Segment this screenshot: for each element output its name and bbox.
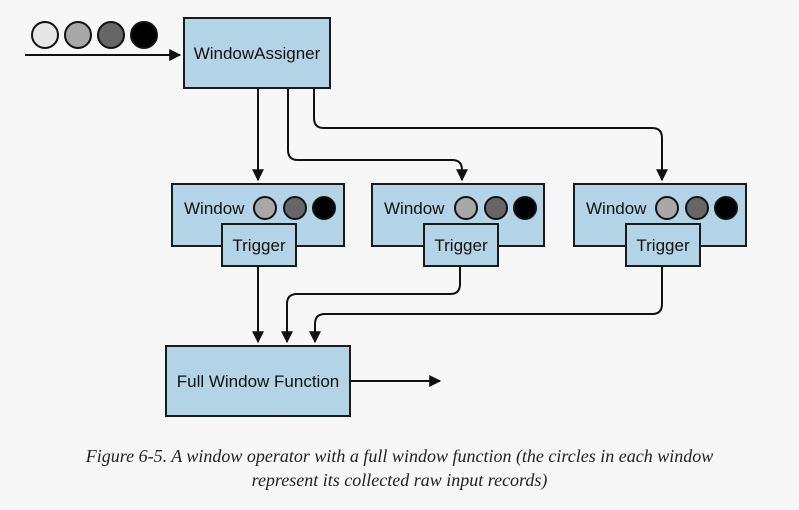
window-2-label: Window <box>384 199 445 218</box>
window-1: Window Trigger <box>171 183 345 267</box>
trigger-arrow-2 <box>281 266 461 344</box>
caption-line-2: represent its collected raw input record… <box>251 470 548 490</box>
input-record-3 <box>97 21 125 49</box>
window-1-record-3 <box>312 196 336 220</box>
window-assigner-label: WindowAssigner <box>194 44 321 63</box>
window-3-record-2 <box>685 196 709 220</box>
window-2-record-3 <box>513 196 537 220</box>
window-2-record-1 <box>454 196 478 220</box>
window-2-record-2 <box>484 196 508 220</box>
figure-caption: Figure 6-5. A window operator with a ful… <box>0 444 799 492</box>
window-3-record-1 <box>655 196 679 220</box>
window-assigner: WindowAssigner <box>183 17 331 89</box>
window-3-trigger-label: Trigger <box>636 236 690 255</box>
window-operator-diagram: WindowAssigner Window Trigger Window Tri… <box>25 17 747 417</box>
caption-line-1: Figure 6-5. A window operator with a ful… <box>85 446 714 466</box>
full-window-function-label: Full Window Function <box>177 372 340 391</box>
window-1-record-2 <box>283 196 307 220</box>
input-record-2 <box>64 21 92 49</box>
trigger-arrow-3 <box>309 266 663 344</box>
assign-arrow-window-2 <box>287 88 468 182</box>
full-window-function: Full Window Function <box>165 345 351 417</box>
window-2: Window Trigger <box>371 183 545 267</box>
window-2-trigger-label: Trigger <box>434 236 488 255</box>
window-1-record-1 <box>253 196 277 220</box>
window-3: Window Trigger <box>573 183 747 267</box>
input-records <box>31 21 158 49</box>
window-3-record-3 <box>714 196 738 220</box>
input-record-1 <box>31 21 59 49</box>
input-record-4 <box>130 21 158 49</box>
window-3-label: Window <box>586 199 647 218</box>
window-1-label: Window <box>184 199 245 218</box>
window-1-trigger-label: Trigger <box>232 236 286 255</box>
assign-arrow-window-3 <box>313 88 668 182</box>
